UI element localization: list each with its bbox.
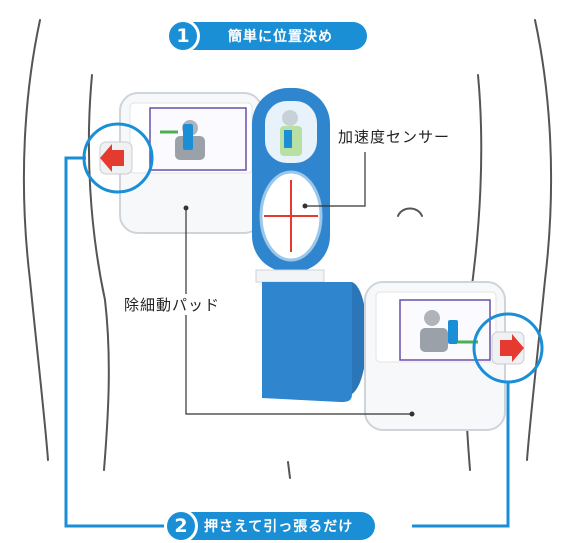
accelerometer-sensor bbox=[252, 88, 330, 272]
step2-number: 2 bbox=[164, 509, 198, 543]
left-defib-pad bbox=[119, 92, 263, 234]
step2-bracket bbox=[64, 156, 510, 528]
step2-banner: 2 押さえて引っ張るだけ bbox=[164, 509, 376, 543]
defib-pads-label: 除細動パッド bbox=[124, 294, 221, 315]
pad-connector-strip bbox=[255, 269, 367, 402]
left-pull-tab bbox=[82, 122, 154, 194]
accelerometer-label: 加速度センサー bbox=[338, 126, 451, 147]
right-defib-pad bbox=[364, 281, 506, 431]
leader-lines bbox=[185, 152, 412, 415]
step1-number: 1 bbox=[166, 19, 200, 53]
step2-label: 押さえて引っ張るだけ bbox=[204, 519, 354, 535]
step1-banner: 1 簡単に位置決め bbox=[166, 19, 367, 53]
step1-label: 簡単に位置決め bbox=[228, 29, 333, 45]
